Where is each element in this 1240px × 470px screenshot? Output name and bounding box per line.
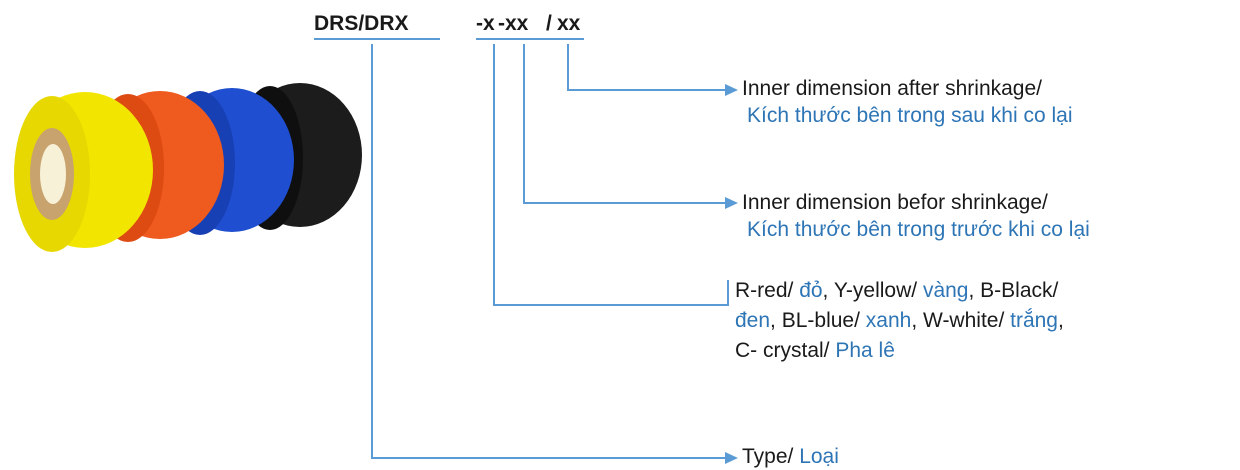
arrowhead-type (725, 452, 738, 464)
label-type-vi: Loại (799, 445, 839, 468)
color-black-vi: đen (735, 309, 771, 332)
arrowhead-inner-after (725, 84, 738, 96)
color-white-en: , W-white/ (911, 309, 1011, 332)
code-prefix: DRS/DRX (314, 12, 409, 35)
code-slash: / (546, 12, 552, 35)
connector-type (371, 44, 725, 459)
connector-inner-after (567, 44, 725, 91)
yellow-tube-roll (14, 92, 153, 252)
connector-inner-before (523, 44, 725, 204)
code-inner-after-part: xx (557, 12, 581, 35)
label-inner-before-en: Inner dimension befor shrinkage/ (742, 191, 1048, 214)
label-type: Type/ Loại (742, 443, 839, 470)
label-colors: R-red/ đỏ, Y-yellow/ vàng, B-Black/ đen,… (735, 276, 1064, 366)
color-crystal-en: C- crystal/ (735, 339, 836, 362)
label-inner-after-vi: Kích thước bên trong sau khi co lại (747, 104, 1073, 127)
arrowhead-inner-before (725, 197, 738, 209)
label-inner-before-vi: Kích thước bên trong trước khi co lại (747, 218, 1090, 241)
color-red-en: R-red/ (735, 279, 800, 302)
label-inner-before: Inner dimension befor shrinkage/ Kích th… (742, 189, 1090, 243)
color-yellow-en: , Y-yellow/ (822, 279, 923, 302)
label-inner-after: Inner dimension after shrinkage/ Kích th… (742, 75, 1073, 129)
code-suffix-underline (476, 38, 584, 40)
color-blue-vi: xanh (865, 309, 912, 332)
color-comma: , (1058, 309, 1064, 332)
color-yellow-vi: vàng (922, 279, 969, 302)
color-blue-en: , BL-blue/ (770, 309, 866, 332)
label-inner-after-en: Inner dimension after shrinkage/ (742, 77, 1042, 100)
color-black-en: , B-Black/ (968, 279, 1059, 302)
color-white-vi: trắng (1010, 309, 1058, 332)
code-color-part: -x (476, 12, 495, 35)
code-prefix-underline (314, 38, 440, 40)
heat-shrink-tube-rolls-image (14, 83, 362, 252)
label-type-en: Type/ (742, 445, 800, 468)
color-crystal-vi: Pha lê (835, 339, 895, 362)
connector-color (493, 44, 729, 306)
code-inner-before-part: -xx (498, 12, 529, 35)
color-red-vi: đỏ (799, 279, 823, 302)
